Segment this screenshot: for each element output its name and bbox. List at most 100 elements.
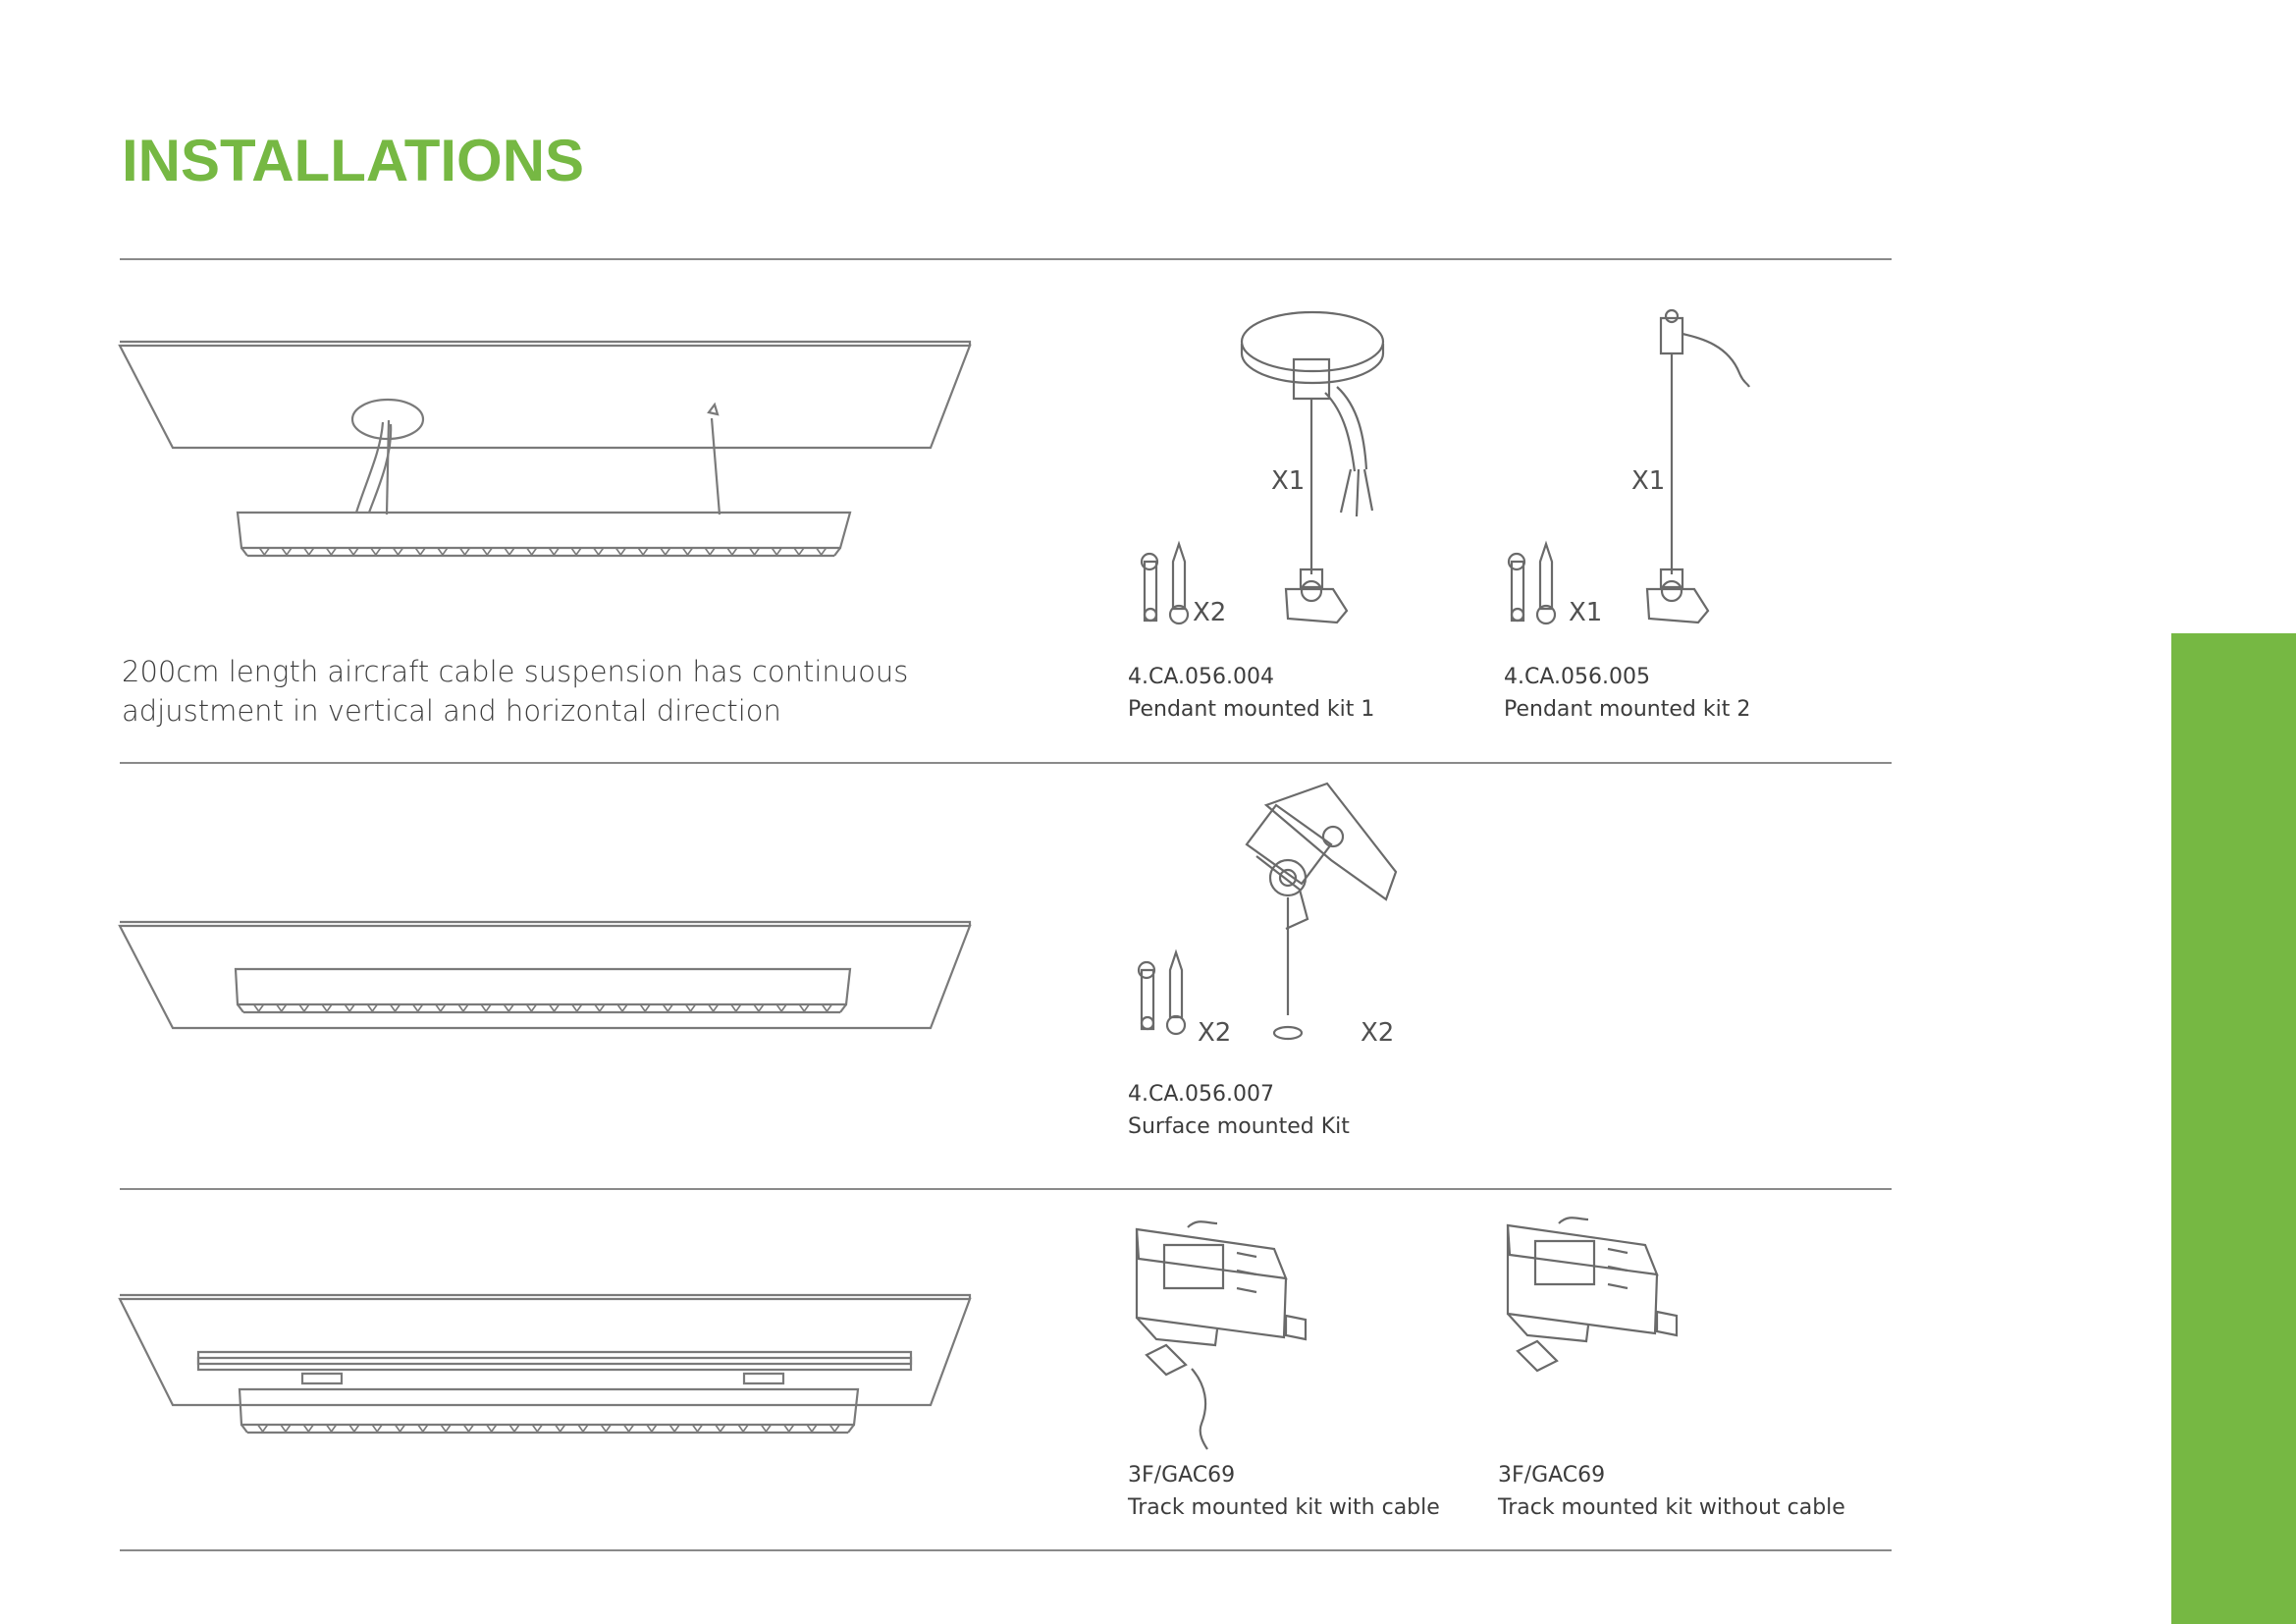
lens-tick	[794, 548, 804, 555]
kit-name: Surface mounted Kit	[1128, 1114, 1350, 1139]
lens-tick	[617, 1004, 627, 1011]
track-installation-illustration	[116, 1291, 980, 1438]
lens-tick	[556, 1425, 565, 1432]
kit-caption-track-no-cable: 3F/GAC69 Track mounted kit without cable	[1498, 1459, 1845, 1524]
track-adapter-with-cable-icon	[1129, 1218, 1345, 1453]
kit-name: Track mounted kit with cable	[1128, 1495, 1440, 1520]
lens-tick	[601, 1425, 611, 1432]
lens-tick	[396, 1425, 405, 1432]
lens-tick	[418, 1425, 428, 1432]
lens-tick	[738, 1425, 748, 1432]
kit-code: 4.CA.056.007	[1128, 1082, 1274, 1107]
lens-tick	[441, 1425, 451, 1432]
lens-tick	[327, 1425, 337, 1432]
lens-tick	[686, 1004, 696, 1011]
lens-tick	[705, 548, 715, 555]
description-line: 200cm length aircraft cable suspension h…	[122, 655, 909, 688]
lens-tick	[326, 548, 336, 555]
lens-tick	[348, 548, 358, 555]
lens-tick	[303, 1425, 313, 1432]
pendant-kit-2-icon: X1 X1	[1502, 304, 1796, 627]
kit-caption-surface: 4.CA.056.007 Surface mounted Kit	[1128, 1078, 1350, 1143]
pendant-description: 200cm length aircraft cable suspension h…	[122, 652, 946, 731]
lens-tick	[661, 548, 670, 555]
lens-tick	[572, 1004, 582, 1011]
lens-tick	[750, 548, 760, 555]
accent-side-bar	[2171, 633, 2296, 1624]
lens-tick	[829, 1425, 839, 1432]
kit-2-cable-qty: X1	[1631, 466, 1665, 496]
kit-name: Pendant mounted kit 1	[1128, 697, 1375, 722]
lens-tick	[527, 548, 537, 555]
pendant-installation-illustration	[116, 334, 980, 569]
lens-tick	[822, 1004, 831, 1011]
lens-tick	[371, 548, 381, 555]
lens-tick	[254, 1004, 264, 1011]
lens-tick	[640, 1004, 650, 1011]
lens-tick	[458, 1004, 468, 1011]
lens-tick	[509, 1425, 519, 1432]
lens-tick	[482, 548, 492, 555]
surface-kit-icon: X2 X2	[1119, 776, 1453, 1048]
page-title: INSTALLATIONS	[122, 128, 585, 193]
kit-1-cable-qty: X1	[1271, 466, 1305, 496]
lens-tick	[761, 1425, 771, 1432]
lens-tick	[281, 1425, 291, 1432]
lens-tick	[460, 548, 470, 555]
lens-tick	[595, 1004, 605, 1011]
description-line: adjustment in vertical and horizontal di…	[122, 694, 781, 728]
lens-tick	[322, 1004, 332, 1011]
lens-tick	[807, 1425, 817, 1432]
lens-tick	[415, 548, 425, 555]
lens-tick	[349, 1425, 359, 1432]
lens-tick	[669, 1425, 679, 1432]
lens-tick	[578, 1425, 588, 1432]
lens-tick	[776, 1004, 786, 1011]
lens-tick	[716, 1425, 725, 1432]
kit-code: 3F/GAC69	[1128, 1463, 1236, 1488]
lens-tick	[413, 1004, 423, 1011]
pendant-kit-1-icon: X1 X2	[1119, 304, 1433, 627]
lens-tick	[505, 548, 514, 555]
lens-tick	[647, 1425, 657, 1432]
lens-tick	[709, 1004, 719, 1011]
lens-tick	[594, 548, 604, 555]
lens-tick	[282, 548, 292, 555]
lens-tick	[663, 1004, 672, 1011]
surface-anchor-qty: X2	[1198, 1018, 1231, 1048]
lens-tick	[549, 548, 559, 555]
lens-tick	[727, 548, 737, 555]
lens-tick	[504, 1004, 513, 1011]
lens-tick	[372, 1425, 382, 1432]
divider-top	[120, 258, 1892, 260]
kit-caption-track-cable: 3F/GAC69 Track mounted kit with cable	[1128, 1459, 1440, 1524]
kit-code: 4.CA.056.004	[1128, 665, 1274, 689]
lens-tick	[550, 1004, 560, 1011]
lens-tick	[624, 1425, 634, 1432]
lens-tick	[367, 1004, 377, 1011]
kit-caption-pendant-1: 4.CA.056.004 Pendant mounted kit 1	[1128, 661, 1374, 726]
kit-name: Pendant mounted kit 2	[1504, 697, 1751, 722]
divider-row-1	[120, 762, 1892, 764]
kit-name: Track mounted kit without cable	[1498, 1495, 1845, 1520]
lens-tick	[817, 548, 827, 555]
kit-code: 4.CA.056.005	[1504, 665, 1650, 689]
lens-tick	[754, 1004, 764, 1011]
lens-tick	[532, 1425, 542, 1432]
lens-tick	[683, 548, 693, 555]
lens-tick	[487, 1425, 497, 1432]
kit-code: 3F/GAC69	[1498, 1463, 1606, 1488]
lens-tick	[799, 1004, 809, 1011]
lens-tick	[436, 1004, 446, 1011]
lens-tick	[304, 548, 314, 555]
divider-row-2	[120, 1188, 1892, 1190]
kit-2-anchor-qty: X1	[1569, 598, 1602, 627]
lens-tick	[463, 1425, 473, 1432]
lens-tick	[526, 1004, 536, 1011]
track-adapter-without-cable-icon	[1500, 1214, 1716, 1390]
lens-tick	[481, 1004, 491, 1011]
lens-tick	[258, 1425, 268, 1432]
lens-tick	[693, 1425, 703, 1432]
lens-tick	[277, 1004, 287, 1011]
kit-caption-pendant-2: 4.CA.056.005 Pendant mounted kit 2	[1504, 661, 1750, 726]
